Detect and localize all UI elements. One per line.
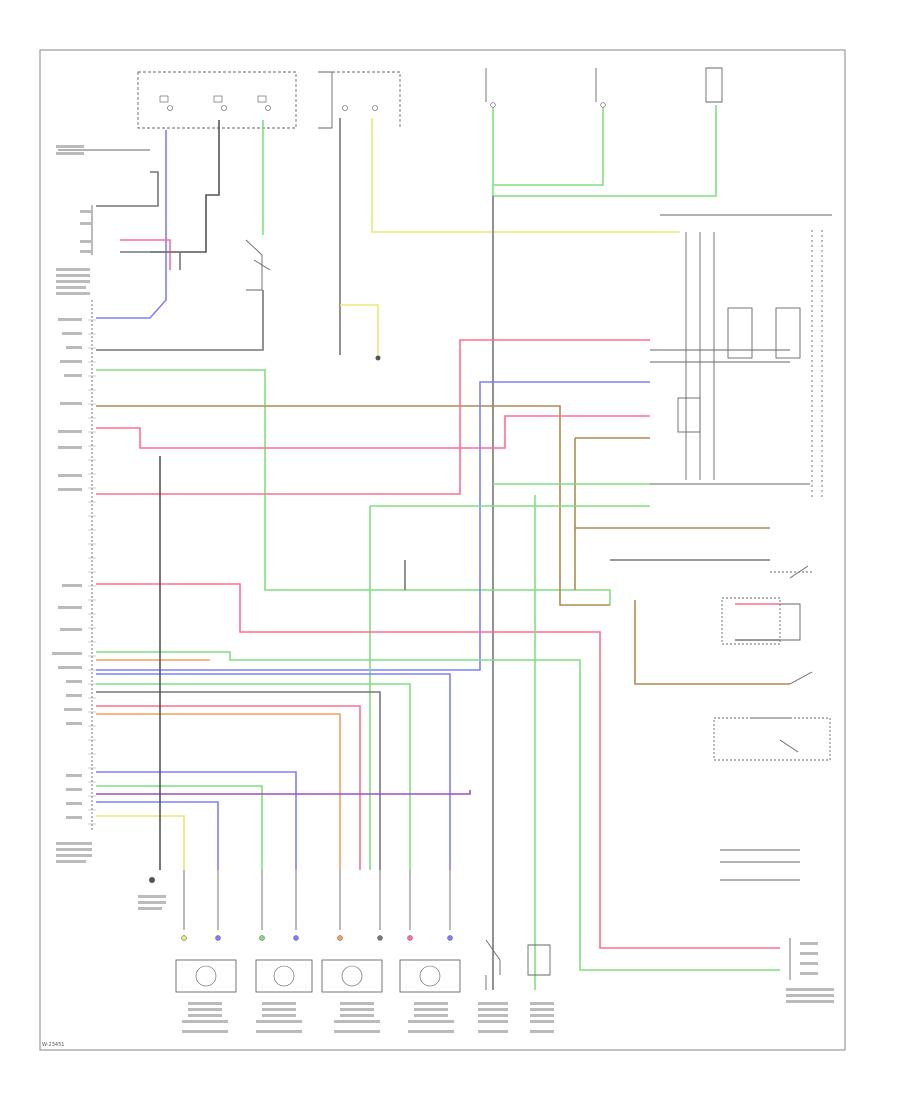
wire-gray-bottom [404,559,770,590]
parking-brake-switch [770,565,812,579]
wire-yellow-mid [340,304,379,355]
wire-blue-772 [96,771,297,870]
wire-red-340 [96,339,650,495]
wire-blue-802 [96,801,219,870]
fuse-top-right-3 [705,67,723,103]
fuse-top-right-2 [595,68,606,108]
diagram-frame [39,49,846,1051]
brake-fluid-switch [721,597,801,645]
wire-yellow-816 [96,815,185,870]
sensor-left-front [321,870,383,993]
wire-green-786 [96,785,263,870]
wire-blue-power [96,130,167,319]
lower-right-module [713,717,831,761]
wire-green-652 [96,651,780,971]
brake-switch [245,239,271,291]
sensor-right-front [399,870,461,993]
wire-green-684 [96,683,411,870]
footer-code: W-23451 [42,1042,64,1048]
wire-gray-1 [150,120,220,253]
wire-gray-3 [120,251,181,270]
wire-yellow-long [371,118,680,233]
right-module-bus [650,214,832,500]
wire-green-506 [369,505,650,870]
wire-green-370 [96,369,611,605]
lower-right-switch [789,671,813,685]
fuse-box-top-middle [318,71,401,129]
wire-brown-682 [634,600,790,685]
bottom-lamp [527,944,551,976]
wire-red-top [120,239,171,270]
wire-blue-674 [96,673,451,870]
right-connector-lower [720,849,834,1003]
fuse-top-right-1 [485,68,496,108]
sensor-captions [182,1002,554,1033]
wire-red-584 [96,583,780,949]
wire-green-tr2 [493,108,604,186]
wire-green-tr3 [493,105,717,197]
wire-violet-794 [96,790,471,795]
sensor-left-rear [175,870,237,993]
wire-gray-brake [96,290,264,351]
upper-left-connector [56,145,150,255]
ground-bottom-left [138,877,166,910]
wire-orange-720 [96,713,341,870]
fuse-box-top-left [137,71,297,129]
abs-control-module [52,268,96,863]
sensor-right-rear [255,870,313,993]
ground-mid [375,355,381,361]
parking-brake-bottom-switch [485,939,501,990]
wire-blue-384 [96,381,650,671]
wire-red-428 [96,415,650,449]
wire-red-706 [96,705,361,870]
wire-brown-438 [574,437,650,590]
wire-gray-2 [96,171,159,207]
wire-gray-692 [96,691,381,870]
